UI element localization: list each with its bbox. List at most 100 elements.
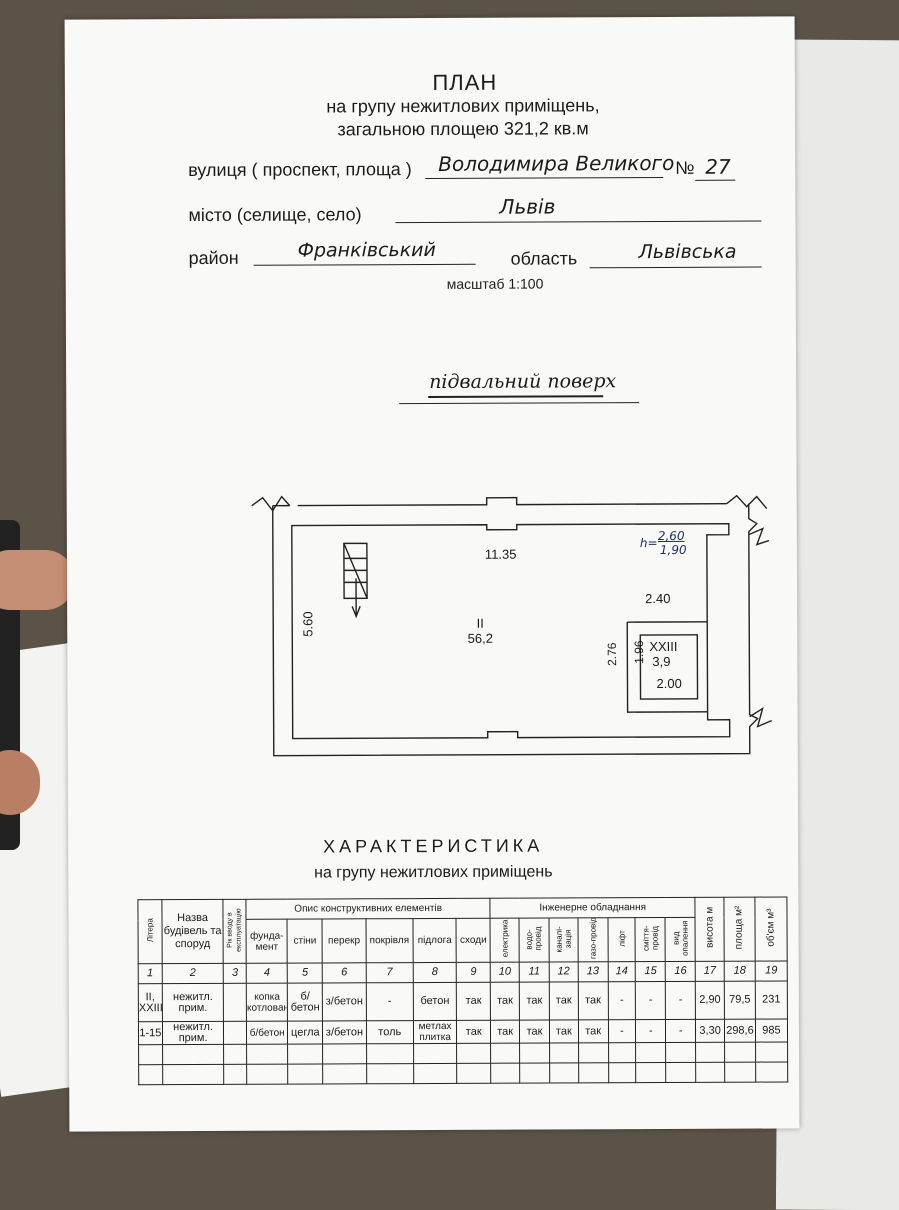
head-floor: підлога (412, 918, 457, 963)
region-label: область (510, 248, 578, 269)
col-number: 9 (456, 962, 491, 983)
cell-heating: - (665, 981, 696, 1020)
number-label: № (675, 157, 695, 178)
table-row-empty (138, 1041, 788, 1065)
cell-stairs: так (456, 1020, 491, 1044)
city-value: Львів (499, 194, 556, 219)
room-main-number: II (476, 615, 484, 631)
cell-waste: - (635, 1019, 666, 1043)
col-number: 11 (519, 961, 550, 983)
cell-year (223, 983, 247, 1022)
cell-gas: так (578, 981, 609, 1020)
district-underline (253, 263, 476, 266)
head-sewer: каналі-зація (548, 917, 578, 962)
col-number: 3 (223, 963, 247, 984)
col-number: 10 (490, 962, 520, 983)
col-number: 18 (724, 961, 756, 982)
head-stairs: сходи (456, 918, 491, 963)
scale-text: масштаб 1:100 (446, 275, 544, 292)
room-small-number: XXIII (649, 638, 678, 655)
cell-walls: цегла (287, 1020, 323, 1045)
col-number: 4 (246, 963, 288, 984)
cell-name: нежитл. прим. (162, 1021, 225, 1045)
district-value: Франківський (297, 238, 436, 262)
head-waste: сміття-провід (635, 917, 666, 962)
head-litera: Літера (137, 899, 162, 964)
col-number: 19 (755, 960, 788, 982)
cell-sewer: так (549, 1019, 579, 1043)
floor-label-underline (428, 395, 604, 399)
district-label: район (188, 247, 239, 269)
head-walls: стіни (287, 918, 323, 964)
head-eng-group: Інженерне обладнання (490, 897, 696, 919)
head-gas: газо-провід (577, 917, 608, 962)
page-title: ПЛАН (432, 69, 498, 95)
region-underline (589, 266, 762, 269)
city-label: місто (селище, село) (188, 204, 362, 226)
room-main-area: 56,2 (467, 630, 493, 646)
height-top: 2,60 (657, 528, 685, 544)
cell-height: 3,30 (695, 1019, 725, 1043)
cell-electric: так (490, 982, 520, 1021)
page-subtitle: на групу нежитлових приміщень, (326, 95, 600, 117)
head-water: водо-провід (519, 917, 550, 963)
col-number: 14 (607, 961, 636, 982)
head-height: висота м (695, 897, 725, 962)
cell-height: 2,90 (695, 981, 725, 1020)
head-foundation: фунда-мент (246, 919, 288, 964)
head-volume: об'єм м³ (754, 896, 788, 962)
col-number: 15 (635, 961, 666, 982)
street-underline (425, 176, 664, 180)
city-underline (395, 220, 762, 224)
head-area: площа м² (723, 897, 756, 962)
cell-area: 298,6 (724, 1019, 756, 1043)
cell-volume: 231 (755, 980, 788, 1020)
region-value: Львівська (638, 240, 737, 264)
head-construct-group: Опис конструктивних елементів (246, 898, 491, 920)
cell-lift: - (607, 981, 636, 1020)
characteristics-title: ХАРАКТЕРИСТИКА (323, 835, 544, 857)
cell-walls: б/бетон (287, 982, 323, 1022)
col-number: 5 (287, 962, 323, 984)
cell-overlap: з/бетон (322, 1020, 367, 1044)
cell-roof: - (365, 982, 414, 1021)
cell-year (223, 1021, 247, 1045)
dim-240: 2.40 (645, 590, 671, 607)
head-electric: електрика (490, 918, 520, 963)
table-row: 1-15 нежитл. прим. б/бетон цегла з/бетон… (138, 1018, 788, 1045)
floor-plan (251, 494, 772, 757)
dim-200: 2.00 (656, 675, 682, 692)
cell-floor: бетон (413, 982, 457, 1021)
col-number: 1 (138, 963, 162, 984)
head-overlap: перекр (322, 918, 366, 963)
number-value: 27 (705, 154, 731, 179)
cell-waste: - (635, 981, 666, 1020)
table-row: II, XXIII нежитл. прим. копка котлован б… (138, 980, 788, 1022)
head-lift: ліфт (607, 917, 636, 962)
column-numbers-row: 1 2 3 4 5 6 7 8 9 10 11 12 13 14 15 16 1… (138, 960, 788, 984)
col-number: 13 (577, 961, 608, 982)
dim-left: 5.60 (300, 611, 316, 637)
cell-overlap: з/бетон (322, 982, 367, 1021)
floor-label: підвальний поверх (429, 370, 617, 394)
col-number: 2 (161, 963, 224, 984)
cell-foundation: б/бетон (246, 1021, 288, 1045)
thumb (0, 550, 75, 610)
total-area-line: загальною площею 321,2 кв.м (337, 118, 589, 140)
plan-sheet: ПЛАН на групу нежитлових приміщень, зага… (64, 16, 800, 1132)
cell-litera: 1-15 (138, 1021, 163, 1045)
col-number: 8 (413, 962, 457, 983)
head-heating: вид опалення (665, 917, 696, 962)
head-roof: покрівля (365, 918, 414, 963)
cell-gas: так (578, 1019, 609, 1043)
street-value: Володимира Великого (438, 150, 675, 176)
dim-196: 1.96 (631, 640, 647, 664)
col-number: 6 (322, 962, 366, 983)
col-number: 12 (549, 961, 579, 982)
street-label: вулиця ( проспект, площа ) (188, 159, 412, 181)
floor-label-line (399, 402, 640, 405)
cell-sewer: так (549, 981, 579, 1020)
col-number: 17 (695, 961, 725, 982)
cell-litera: II, XXIII (138, 983, 163, 1022)
height-prefix: h= (639, 536, 658, 551)
